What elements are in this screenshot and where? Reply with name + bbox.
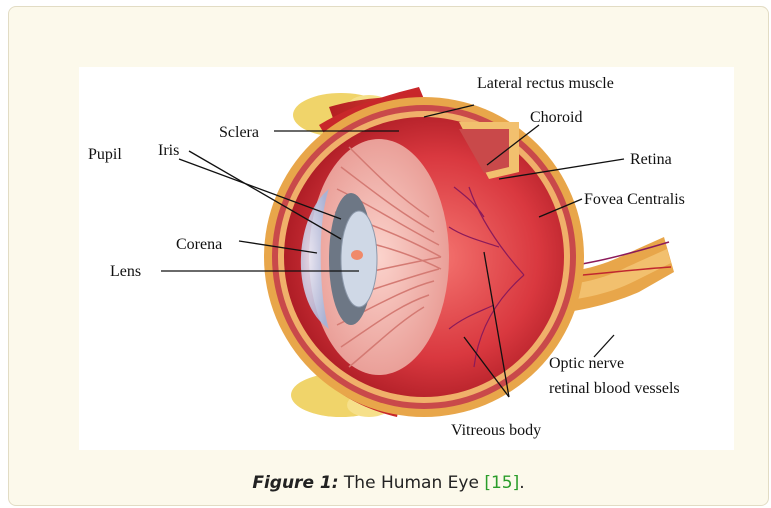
- label-retina: Retina: [630, 151, 672, 168]
- label-iris: Iris: [158, 142, 179, 159]
- lens-highlight: [351, 250, 363, 260]
- caption-reference-link[interactable]: [15]: [484, 473, 519, 493]
- label-sclera: Sclera: [219, 124, 259, 141]
- label-retinal-blood-vessels: retinal blood vessels: [549, 380, 680, 397]
- label-vitreous-body: Vitreous body: [451, 422, 541, 439]
- label-lateral-rectus-muscle: Lateral rectus muscle: [477, 75, 614, 92]
- label-pupil: Pupil: [88, 146, 122, 163]
- figure-card: Lateral rectus muscle Choroid Sclera Ret…: [8, 6, 769, 506]
- label-lens: Lens: [110, 263, 141, 280]
- figure-caption: Figure 1: The Human Eye [15].: [9, 473, 768, 493]
- label-choroid: Choroid: [530, 109, 582, 126]
- caption-label: Figure 1:: [252, 473, 338, 493]
- caption-text: The Human Eye: [339, 473, 485, 493]
- eye-anatomy-diagram: Lateral rectus muscle Choroid Sclera Ret…: [79, 67, 734, 450]
- caption-suffix: .: [519, 473, 524, 493]
- label-corena: Corena: [176, 236, 222, 253]
- label-fovea-centralis: Fovea Centralis: [584, 191, 685, 208]
- eye-illustration: Lateral rectus muscle Choroid Sclera Ret…: [79, 67, 734, 450]
- label-optic-nerve: Optic nerve: [549, 355, 624, 372]
